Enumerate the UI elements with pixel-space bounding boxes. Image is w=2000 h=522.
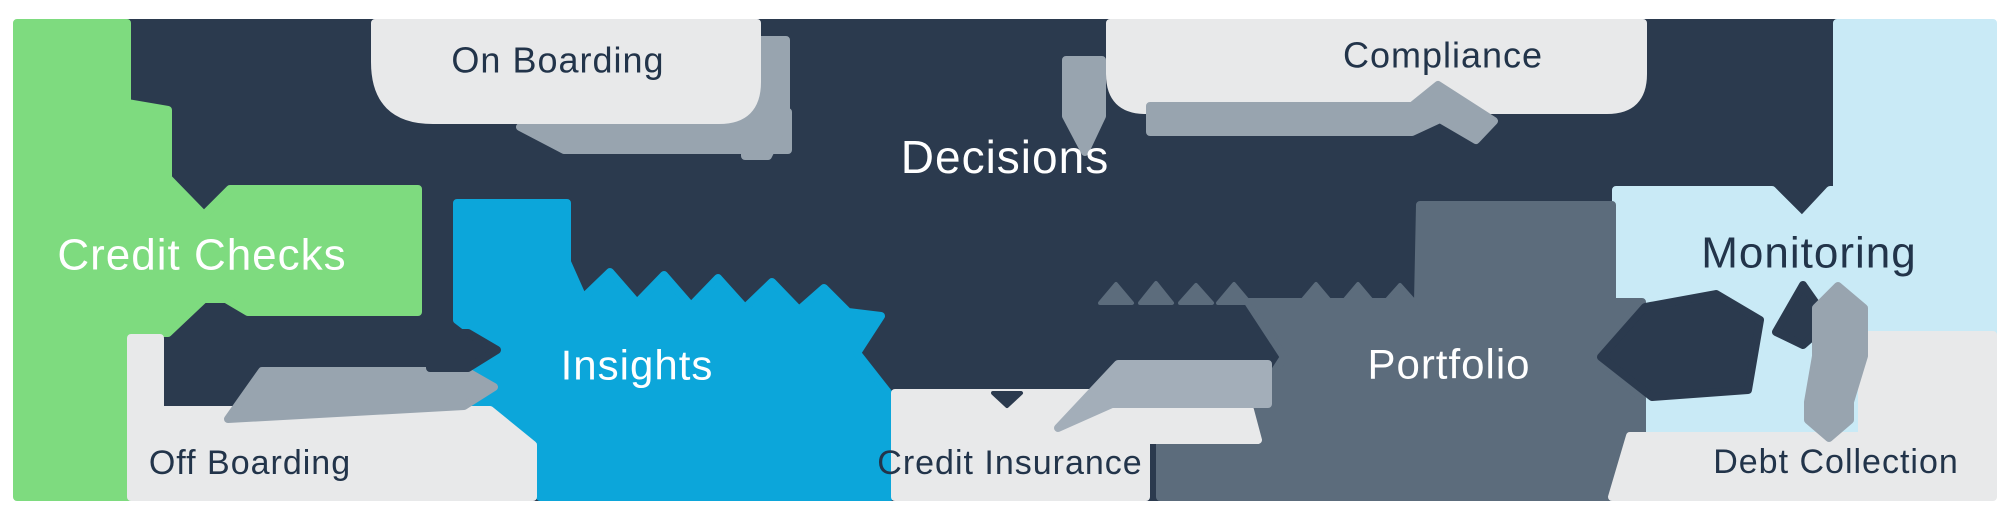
gear-tooth-icon — [1138, 281, 1174, 305]
decisions-label: Decisions — [901, 131, 1109, 183]
debt-collection-label: Debt Collection — [1713, 443, 1959, 481]
portfolio-right-chevron — [1597, 290, 1764, 401]
monitoring-to-debt-collection-ribbon — [1804, 282, 1868, 442]
insights-label: Insights — [561, 342, 714, 389]
compliance-bubble — [1106, 19, 1647, 114]
portfolio-to-credit-insurance-arrow — [1054, 360, 1272, 432]
on-boarding-label: On Boarding — [451, 40, 664, 81]
off-boarding-label: Off Boarding — [149, 444, 351, 482]
gear-tooth-icon — [1098, 282, 1134, 305]
compliance-label: Compliance — [1343, 35, 1543, 76]
off-boarding-block — [127, 334, 537, 501]
gear-tooth-icon — [1340, 282, 1376, 305]
gear-tooth-icon — [1298, 282, 1334, 305]
credit-insurance-notch-icon — [991, 391, 1023, 408]
decisions-to-insights-arrow — [426, 329, 501, 372]
compliance-left-ribbon — [1062, 56, 1106, 156]
gear-tooth-icon — [1382, 283, 1418, 305]
on-boarding-bubble — [371, 19, 761, 124]
monitoring-label: Monitoring — [1701, 229, 1916, 278]
credit-insurance-right-band — [1142, 406, 1262, 444]
gear-tooth-icon — [1216, 282, 1252, 305]
gear-tooth-icon — [1178, 283, 1214, 305]
credit-checks-label: Credit Checks — [57, 231, 346, 280]
credit-insurance-label: Credit Insurance — [877, 444, 1142, 482]
portfolio-label: Portfolio — [1367, 341, 1530, 388]
compliance-bottom-ribbon-arrow — [1146, 81, 1498, 144]
portfolio-gear-teeth — [1098, 281, 1418, 305]
